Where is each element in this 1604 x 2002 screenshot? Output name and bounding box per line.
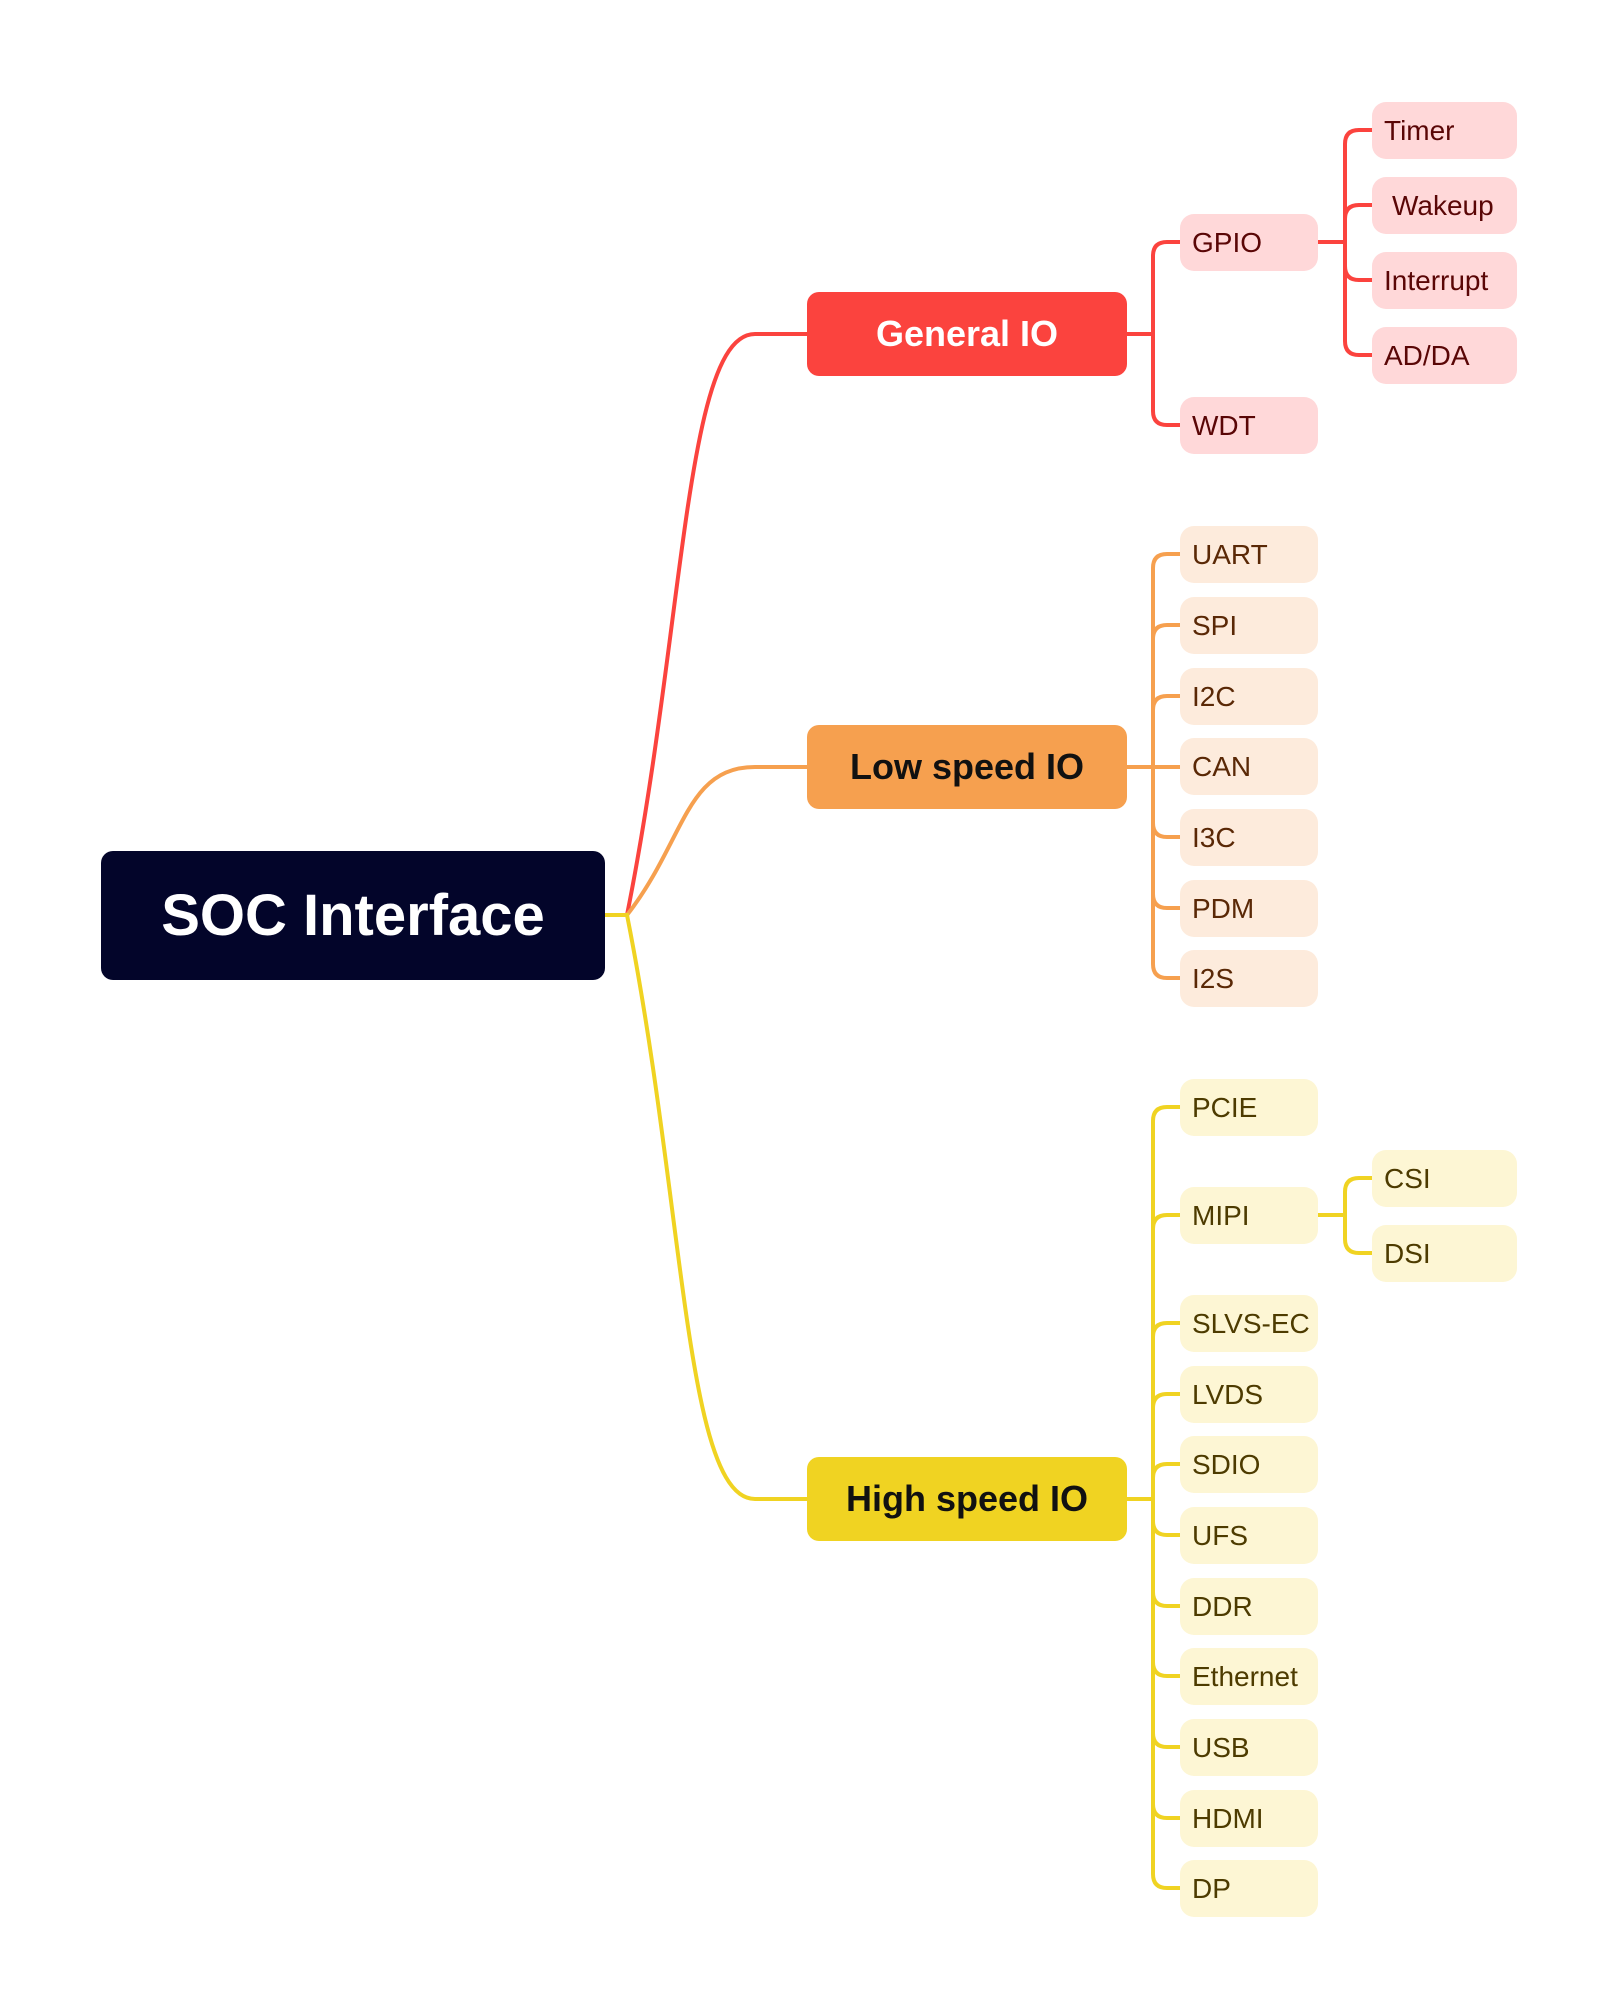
leaf-node-lvds[interactable]: LVDS bbox=[1180, 1366, 1318, 1423]
leaf-node-spi[interactable]: SPI bbox=[1180, 597, 1318, 654]
gpio-connector-1 bbox=[1343, 203, 1374, 244]
root-connector-2 bbox=[603, 913, 809, 1501]
general-io-connector-0 bbox=[1151, 240, 1182, 336]
leaf-node-sdio[interactable]: SDIO bbox=[1180, 1436, 1318, 1493]
mipi-connector-1 bbox=[1343, 1213, 1374, 1255]
leaf-node-ddr[interactable]: DDR bbox=[1180, 1578, 1318, 1635]
high-speed-io-connector-2 bbox=[1151, 1321, 1182, 1501]
gpio-connector-0 bbox=[1343, 128, 1374, 244]
mipi-connector-0 bbox=[1343, 1176, 1374, 1217]
leaf-node-wakeup[interactable]: Wakeup bbox=[1372, 177, 1517, 234]
leaf-node-can[interactable]: CAN bbox=[1180, 738, 1318, 795]
high-speed-io-connector-7 bbox=[1151, 1497, 1182, 1678]
high-speed-io-connector-4 bbox=[1151, 1462, 1182, 1501]
high-speed-io-connector-9 bbox=[1151, 1497, 1182, 1820]
gpio-connector-2 bbox=[1343, 240, 1374, 282]
high-speed-io-connector-1 bbox=[1151, 1213, 1182, 1501]
branch-node-general-io[interactable]: General IO bbox=[807, 292, 1127, 376]
leaf-node-i2c[interactable]: I2C bbox=[1180, 668, 1318, 725]
general-io-connector-1 bbox=[1151, 332, 1182, 427]
leaf-node-wdt[interactable]: WDT bbox=[1180, 397, 1318, 454]
leaf-node-csi[interactable]: CSI bbox=[1372, 1150, 1517, 1207]
leaf-node-ad-da[interactable]: AD/DA bbox=[1372, 327, 1517, 384]
low-speed-io-connector-2 bbox=[1151, 694, 1182, 769]
gpio-connector-3 bbox=[1343, 240, 1374, 357]
root-node-soc-interface[interactable]: SOC Interface bbox=[101, 851, 605, 980]
high-speed-io-connector-3 bbox=[1151, 1392, 1182, 1501]
high-speed-io-connector-6 bbox=[1151, 1497, 1182, 1608]
leaf-node-pcie[interactable]: PCIE bbox=[1180, 1079, 1318, 1136]
leaf-node-timer[interactable]: Timer bbox=[1372, 102, 1517, 159]
leaf-node-i2s[interactable]: I2S bbox=[1180, 950, 1318, 1007]
high-speed-io-connector-5 bbox=[1151, 1497, 1182, 1537]
leaf-node-dp[interactable]: DP bbox=[1180, 1860, 1318, 1917]
high-speed-io-connector-0 bbox=[1151, 1105, 1182, 1501]
leaf-node-i3c[interactable]: I3C bbox=[1180, 809, 1318, 866]
low-speed-io-connector-6 bbox=[1151, 765, 1182, 980]
branch-node-high-speed-io[interactable]: High speed IO bbox=[807, 1457, 1127, 1541]
low-speed-io-connector-4 bbox=[1151, 765, 1182, 839]
root-connector-1 bbox=[603, 765, 809, 917]
branch-node-low-speed-io[interactable]: Low speed IO bbox=[807, 725, 1127, 809]
leaf-node-gpio[interactable]: GPIO bbox=[1180, 214, 1318, 271]
leaf-node-pdm[interactable]: PDM bbox=[1180, 880, 1318, 937]
leaf-node-uart[interactable]: UART bbox=[1180, 526, 1318, 583]
leaf-node-hdmi[interactable]: HDMI bbox=[1180, 1790, 1318, 1847]
leaf-node-dsi[interactable]: DSI bbox=[1372, 1225, 1517, 1282]
leaf-node-mipi[interactable]: MIPI bbox=[1180, 1187, 1318, 1244]
high-speed-io-connector-10 bbox=[1151, 1497, 1182, 1890]
leaf-node-slvs-ec[interactable]: SLVS-EC bbox=[1180, 1295, 1318, 1352]
leaf-node-ufs[interactable]: UFS bbox=[1180, 1507, 1318, 1564]
leaf-node-usb[interactable]: USB bbox=[1180, 1719, 1318, 1776]
root-connector-0 bbox=[603, 332, 809, 917]
leaf-node-interrupt[interactable]: Interrupt bbox=[1372, 252, 1517, 309]
low-speed-io-connector-0 bbox=[1151, 552, 1182, 769]
leaf-node-ethernet[interactable]: Ethernet bbox=[1180, 1648, 1318, 1705]
low-speed-io-connector-1 bbox=[1151, 623, 1182, 769]
